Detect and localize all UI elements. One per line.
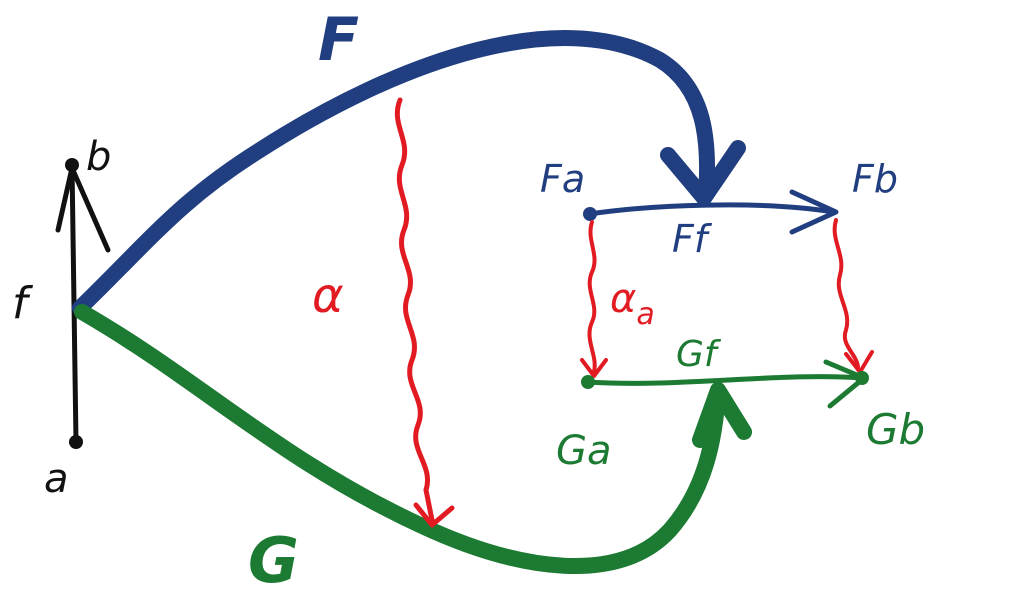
functor-G-arrowhead: [692, 382, 752, 448]
functor-G-curve: [74, 304, 726, 575]
arrow-Gf-line: [585, 374, 865, 386]
label-alpha-a-base: α: [610, 276, 636, 322]
label-alpha: α: [312, 268, 344, 324]
alpha-b-wavy-line: [832, 218, 860, 370]
functor-F: [72, 30, 746, 316]
label-alpha-a-sub: a: [636, 297, 654, 332]
arrow-Ff-line: [587, 202, 837, 217]
component-alpha-b: [832, 218, 874, 374]
label-Ff: Ff: [672, 217, 713, 261]
label-F: F: [318, 5, 359, 75]
label-G: G: [248, 524, 299, 596]
alpha-a-arrowhead: [580, 358, 608, 378]
label-Ga: Ga: [556, 428, 612, 474]
point-Ga: [581, 375, 595, 389]
arrow-Ff: [583, 189, 839, 235]
arrow-f-head: [55, 165, 111, 253]
arrow-Gf: [581, 359, 869, 409]
label-f: f: [12, 278, 34, 329]
natural-transformation-alpha: [394, 97, 455, 528]
alpha-arrowhead: [413, 502, 455, 528]
functor-G: [74, 304, 752, 575]
point-a: [69, 435, 83, 449]
label-Fb: Fb: [852, 157, 898, 201]
alpha-wavy-line: [394, 97, 435, 523]
alpha-a-wavy-line: [587, 220, 597, 374]
label-b: b: [86, 134, 111, 180]
label-Gf: Gf: [676, 334, 722, 375]
alpha-b-arrowhead: [844, 350, 874, 374]
functor-F-arrowhead: [660, 140, 746, 206]
arrow-Ff-head: [789, 189, 839, 235]
component-alpha-a: [580, 220, 608, 378]
label-Gb: Gb: [866, 405, 925, 454]
point-b: [65, 158, 79, 172]
point-Fa: [583, 207, 597, 221]
functor-F-curve: [72, 30, 716, 316]
label-a: a: [44, 456, 69, 502]
label-Fa: Fa: [540, 157, 585, 201]
point-Gb: [855, 371, 869, 385]
label-alpha-a: αa: [610, 276, 655, 332]
